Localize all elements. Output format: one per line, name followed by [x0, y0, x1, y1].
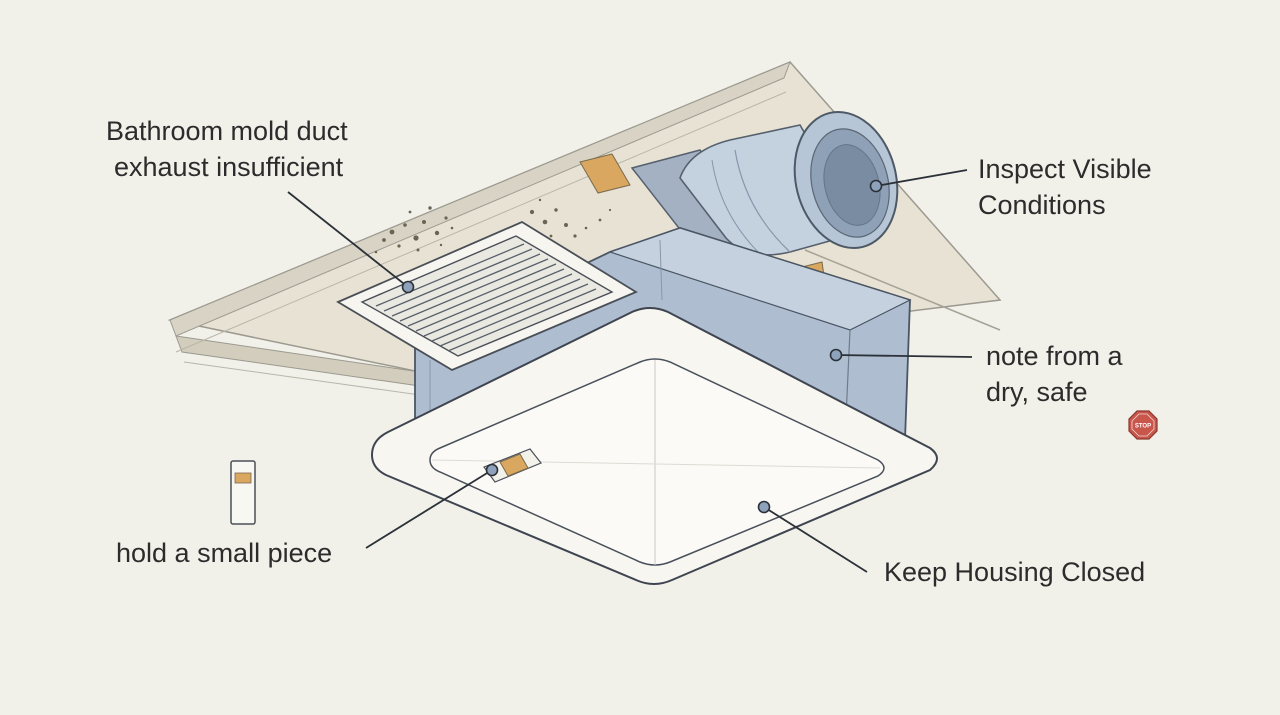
- callout-mold-line1: Bathroom mold duct: [106, 116, 348, 146]
- callout-inspect-conditions: Inspect Visible Conditions: [978, 151, 1152, 223]
- callout-mold-exhaust: Bathroom mold duct exhaust insufficient: [106, 113, 348, 185]
- anchor-dot-housing: [829, 348, 843, 362]
- anchor-dot-switch: [485, 463, 499, 477]
- callout-note-dry-safe: note from a dry, safe: [986, 338, 1123, 410]
- leader-note: [835, 354, 973, 358]
- cover-switch: [483, 448, 542, 483]
- ceiling-vent-grille: [336, 220, 638, 372]
- leader-hold: [365, 469, 493, 549]
- test-strip-icon: [230, 460, 256, 525]
- anchor-dot-cover: [757, 500, 771, 514]
- callout-hold-text: hold a small piece: [116, 538, 333, 568]
- anchor-dot-duct: [869, 179, 883, 193]
- callout-inspect-line1: Inspect Visible: [978, 154, 1152, 184]
- leader-mold: [287, 191, 409, 288]
- callout-hold-small-piece: hold a small piece: [116, 535, 332, 571]
- stop-sign-icon: STOP: [1128, 410, 1158, 440]
- mold-spots: [374, 198, 612, 254]
- exhaust-duct: [630, 110, 899, 256]
- callout-inspect-line2: Conditions: [978, 190, 1106, 220]
- leader-housing: [763, 506, 868, 573]
- callout-note-line1: note from a: [986, 341, 1123, 371]
- callout-keep-housing-closed: Keep Housing Closed: [884, 554, 1145, 590]
- callout-note-line2: dry, safe: [986, 377, 1088, 407]
- fan-cover-panel: [370, 307, 938, 585]
- leader-lines: [287, 169, 973, 573]
- anchor-dots: [401, 179, 883, 514]
- leader-inspect: [875, 169, 968, 187]
- callout-mold-line2: exhaust insufficient: [114, 152, 344, 182]
- anchor-dot-grille: [401, 280, 415, 294]
- callout-housing-text: Keep Housing Closed: [884, 557, 1146, 587]
- stop-sign-text: STOP: [1135, 424, 1151, 430]
